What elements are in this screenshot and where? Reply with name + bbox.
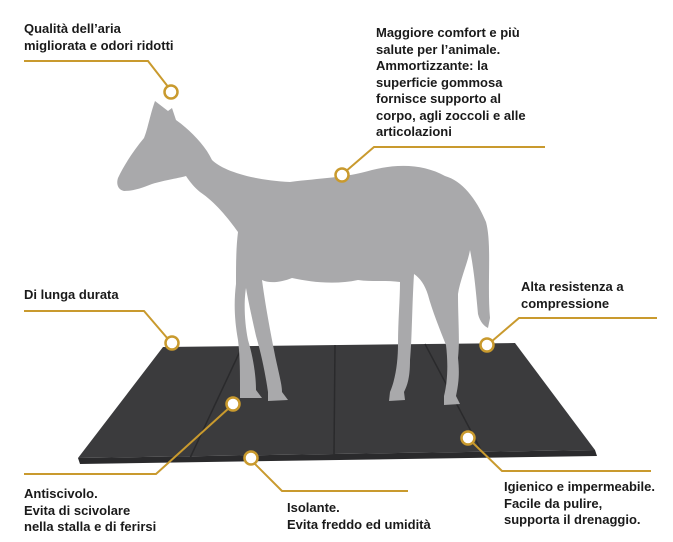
callout-line (24, 60, 170, 89)
callout-compression (479, 317, 657, 353)
callout-line (344, 146, 545, 173)
label-line: compressione (521, 295, 610, 311)
label-comfort: Maggiore comfort e più salute per l’anim… (376, 25, 526, 141)
label-line: superficie gommosa (376, 74, 503, 90)
label-antislip: Antiscivolo. Evita di scivolare nella st… (24, 486, 156, 536)
mat-seam (333, 344, 336, 455)
label-line: Facile da pulire, (504, 495, 603, 511)
label-line: Evita di scivolare (24, 502, 131, 518)
label-line: Qualità dell’aria (24, 21, 121, 36)
label-line: Igienico e impermeabile. (504, 479, 655, 494)
label-line: Evita freddo ed umidità (287, 516, 431, 532)
callout-marker (225, 396, 241, 412)
callout-line (252, 461, 408, 492)
label-compression: Alta resistenza a compressione (521, 279, 624, 312)
callout-line (490, 317, 657, 343)
callout-marker (164, 335, 180, 351)
label-insulating: Isolante. Evita freddo ed umidità (287, 500, 431, 533)
label-line: Maggiore comfort e più (376, 25, 520, 40)
callout-comfort (334, 146, 545, 183)
label-durable: Di lunga durata (24, 287, 119, 304)
mat-side-edge (78, 450, 597, 464)
callout-insulating (243, 450, 408, 492)
mat-surface (78, 343, 595, 458)
callout-hygienic (460, 430, 651, 472)
label-line: Alta resistenza a (521, 279, 624, 294)
label-air-quality: Qualità dell’aria migliorata e odori rid… (24, 21, 174, 54)
horse-silhouette (117, 101, 490, 405)
label-line: Antiscivolo. (24, 486, 98, 501)
callout-durable (24, 310, 180, 351)
rubber-mat (78, 343, 597, 464)
callout-marker (334, 167, 350, 183)
callout-line (471, 441, 651, 472)
callout-air (24, 60, 179, 100)
label-line: fornisce supporto al (376, 91, 501, 106)
label-line: Ammortizzante: la (376, 58, 488, 73)
label-line: salute per l’animale. (376, 41, 501, 57)
callout-line (24, 407, 230, 475)
label-line: supporta il drenaggio. (504, 512, 641, 527)
callout-marker (460, 430, 476, 446)
label-line: corpo, agli zoccoli e alle (376, 107, 526, 123)
label-line: migliorata e odori ridotti (24, 37, 174, 53)
label-line: Di lunga durata (24, 287, 119, 302)
callout-line (24, 310, 169, 340)
label-line: Isolante. (287, 500, 340, 515)
callout-marker (243, 450, 259, 466)
label-line: articolazioni (376, 124, 452, 139)
label-hygienic: Igienico e impermeabile. Facile da pulir… (504, 479, 655, 529)
callout-marker (479, 337, 495, 353)
callout-antislip (24, 396, 241, 475)
label-line: nella stalla e di ferirsi (24, 519, 157, 534)
mat-seam (189, 346, 243, 459)
callout-marker (163, 84, 179, 100)
